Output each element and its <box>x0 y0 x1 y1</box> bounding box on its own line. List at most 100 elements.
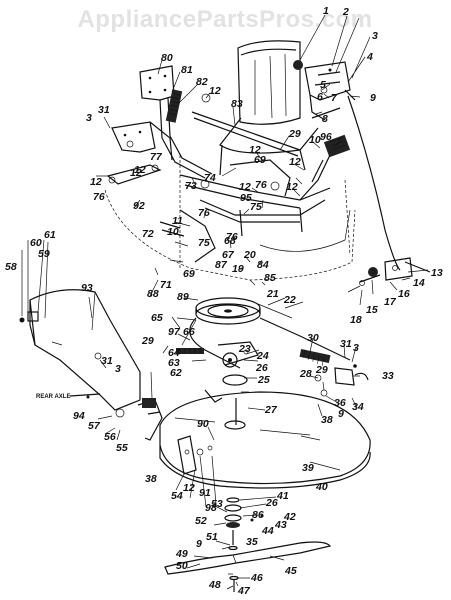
leader-lines <box>21 14 429 590</box>
callout-7: 7 <box>331 92 338 104</box>
callout-62: 62 <box>170 367 182 379</box>
callout-51: 51 <box>206 531 218 543</box>
callout-57: 57 <box>88 420 101 432</box>
callout-27: 27 <box>264 404 278 416</box>
callout-52: 52 <box>195 515 207 527</box>
callout-76-low: 76 <box>226 231 238 243</box>
callout-67: 67 <box>222 249 235 261</box>
callout-89: 89 <box>177 291 189 303</box>
callout-53: 53 <box>211 498 223 510</box>
callout-1: 1 <box>323 5 329 17</box>
callout-50: 50 <box>176 560 188 572</box>
callout-31-right: 31 <box>340 338 352 350</box>
rear-axle-leader <box>69 393 101 397</box>
callout-74: 74 <box>204 172 216 184</box>
callout-21: 21 <box>266 288 279 300</box>
callout-12-far: 12 <box>286 181 298 193</box>
callout-72: 72 <box>142 228 154 240</box>
line-art <box>19 14 431 592</box>
callout-88: 88 <box>147 288 159 300</box>
callout-6: 6 <box>317 91 323 103</box>
callout-12-top: 12 <box>209 85 221 97</box>
callout-2: 2 <box>342 6 349 18</box>
callout-10-left: 10 <box>167 226 179 238</box>
callout-11: 11 <box>172 215 183 227</box>
callout-44: 44 <box>261 525 274 537</box>
spindle-stack <box>224 497 264 551</box>
callout-12-center: 12 <box>239 181 251 193</box>
callout-84: 84 <box>257 259 269 271</box>
callout-15: 15 <box>366 304 378 316</box>
callout-64: 64 <box>168 347 180 359</box>
callout-9-lower: 9 <box>196 538 202 550</box>
callout-25: 25 <box>257 374 270 386</box>
callout-8: 8 <box>322 113 328 125</box>
callout-labels: 1 2 3 4 5 6 7 8 9 80 81 82 83 12 31 3 77… <box>5 5 443 597</box>
callout-3-rear: 3 <box>115 363 121 375</box>
callout-71: 71 <box>160 279 172 291</box>
callout-12-leftside: 12 <box>90 176 102 188</box>
callout-91: 91 <box>199 487 211 499</box>
callout-17: 17 <box>384 296 397 308</box>
callout-48: 48 <box>208 579 221 591</box>
callout-29-upper: 29 <box>288 128 301 140</box>
cross-shaft <box>191 111 301 157</box>
idler-arm <box>204 341 259 403</box>
callout-12-deck: 12 <box>183 482 195 494</box>
callout-28: 28 <box>299 368 312 380</box>
callout-29-right: 29 <box>315 364 328 376</box>
center-linkage <box>159 159 331 263</box>
right-lever <box>299 134 351 201</box>
callout-20: 20 <box>243 249 256 261</box>
callout-76-center: 76 <box>198 207 210 219</box>
callout-19: 19 <box>232 263 244 275</box>
callout-76-left: 76 <box>93 191 105 203</box>
callout-9: 9 <box>370 92 376 104</box>
seat-drawing <box>219 40 319 176</box>
pedal-assembly <box>139 65 213 179</box>
callout-98: 98 <box>205 502 217 514</box>
callout-26-lower: 26 <box>265 497 278 509</box>
callout-4: 4 <box>366 51 373 63</box>
callout-10-right: 10 <box>309 134 321 146</box>
callout-63: 63 <box>168 357 180 369</box>
callout-12-lower: 12 <box>130 167 142 179</box>
callout-41: 41 <box>276 490 289 502</box>
callout-45: 45 <box>284 565 297 577</box>
callout-73: 73 <box>185 180 197 192</box>
callout-81: 81 <box>181 64 193 76</box>
callout-31-rear: 31 <box>101 355 113 367</box>
callout-36: 36 <box>334 397 346 409</box>
callout-56: 56 <box>104 431 116 443</box>
callout-80: 80 <box>161 52 173 64</box>
callout-60: 60 <box>30 237 42 249</box>
callout-66: 66 <box>183 326 195 338</box>
callout-77: 77 <box>150 151 163 163</box>
callout-75-low: 75 <box>198 237 210 249</box>
callout-95: 95 <box>240 192 252 204</box>
callout-69-low: 69 <box>183 268 195 280</box>
callout-3-left: 3 <box>86 112 92 124</box>
callout-14: 14 <box>413 277 425 289</box>
callout-9-right: 9 <box>338 408 344 420</box>
callout-65: 65 <box>151 312 163 324</box>
callout-92: 92 <box>133 200 145 212</box>
callout-33: 33 <box>382 370 394 382</box>
callout-54: 54 <box>171 490 183 502</box>
callout-22: 22 <box>283 294 296 306</box>
callout-39: 39 <box>302 462 314 474</box>
callout-75-top: 75 <box>250 201 262 213</box>
callout-49: 49 <box>175 548 188 560</box>
callout-12-mid: 12 <box>249 144 261 156</box>
callout-38-left: 38 <box>145 473 157 485</box>
callout-24: 24 <box>256 350 269 362</box>
callout-69-top: 69 <box>254 154 266 166</box>
pulley-assembly <box>189 297 351 369</box>
mower-deck <box>137 391 371 489</box>
callout-34: 34 <box>352 401 364 413</box>
callout-31-left: 31 <box>98 104 110 116</box>
callout-85: 85 <box>264 272 276 284</box>
callout-23: 23 <box>238 343 251 355</box>
spring-right <box>299 348 331 364</box>
